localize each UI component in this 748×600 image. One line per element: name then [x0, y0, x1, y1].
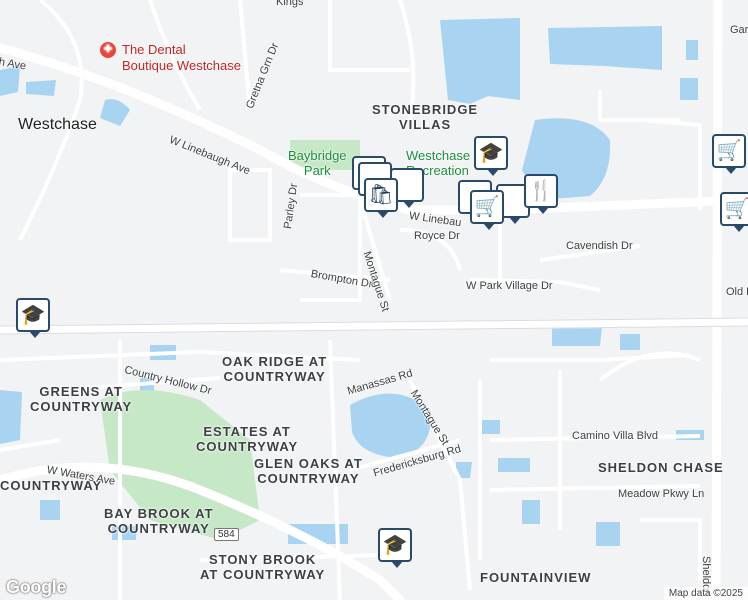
street-kings: Kings: [276, 0, 304, 8]
street-old-b: Old B: [726, 286, 748, 298]
restaurant-marker[interactable]: 🍴: [524, 174, 558, 214]
street-camino: Camino Villa Blvd: [572, 430, 659, 442]
label-baybridge-park[interactable]: Baybridge Park: [288, 148, 347, 178]
label-dental-boutique[interactable]: ✚The Dental Boutique Westchase: [100, 42, 241, 74]
local-streets: [0, 0, 702, 600]
route-shield-584: 584: [214, 528, 239, 541]
street-meadow: Meadow Pkwy Ln: [618, 488, 705, 500]
shopping-bag-icon: 🛍: [368, 184, 394, 206]
label-oak-ridge: OAK RIDGE AT COUNTRYWAY: [222, 354, 328, 384]
dental-icon: ✚: [100, 42, 116, 58]
label-glen-oaks: GLEN OAKS AT COUNTRYWAY: [254, 456, 363, 486]
map-attribution[interactable]: Map data ©2025: [663, 587, 748, 600]
school-marker-west[interactable]: 🎓: [16, 298, 50, 338]
label-greens: GREENS AT COUNTRYWAY: [30, 384, 133, 414]
shopping-cart-icon: 🛒: [724, 198, 748, 220]
label-westchase: Westchase: [18, 116, 97, 133]
label-bay-brook: BAY BROOK AT COUNTRYWAY: [104, 506, 214, 536]
shopping-cart-icon: 🛒: [474, 196, 500, 218]
street-royce: Royce Dr: [414, 230, 460, 242]
street-gar: Gar: [730, 24, 748, 36]
school-icon: 🎓: [478, 142, 504, 164]
school-marker-rec[interactable]: 🎓: [474, 136, 508, 176]
school-icon: 🎓: [382, 534, 408, 556]
label-sheldon-chase: SHELDON CHASE: [598, 460, 724, 475]
grocery-marker-east-2[interactable]: 🛒: [720, 192, 748, 232]
grocery-marker-center[interactable]: 🛒: [470, 190, 504, 230]
road-casing: [0, 317, 748, 335]
grocery-marker-east-1[interactable]: 🛒: [712, 134, 746, 174]
label-countryway-left: COUNTRYWAY: [0, 478, 103, 493]
google-logo: Google: [6, 577, 67, 597]
school-icon: 🎓: [20, 304, 46, 326]
label-fountainview: FOUNTAINVIEW: [480, 570, 592, 585]
street-cavendish: Cavendish Dr: [566, 240, 633, 252]
label-estates: ESTATES AT COUNTRYWAY: [196, 424, 299, 454]
label-stonebridge: STONEBRIDGE VILLAS: [372, 102, 479, 132]
school-marker-south[interactable]: 🎓: [378, 528, 412, 568]
street-park-village: W Park Village Dr: [466, 280, 553, 292]
restaurant-icon: 🍴: [528, 180, 554, 202]
shopping-cart-icon: 🛒: [716, 140, 742, 162]
shopping-bag-marker[interactable]: 🛍: [364, 178, 398, 218]
label-stony-brook: STONY BROOK AT COUNTRYWAY: [200, 552, 326, 582]
